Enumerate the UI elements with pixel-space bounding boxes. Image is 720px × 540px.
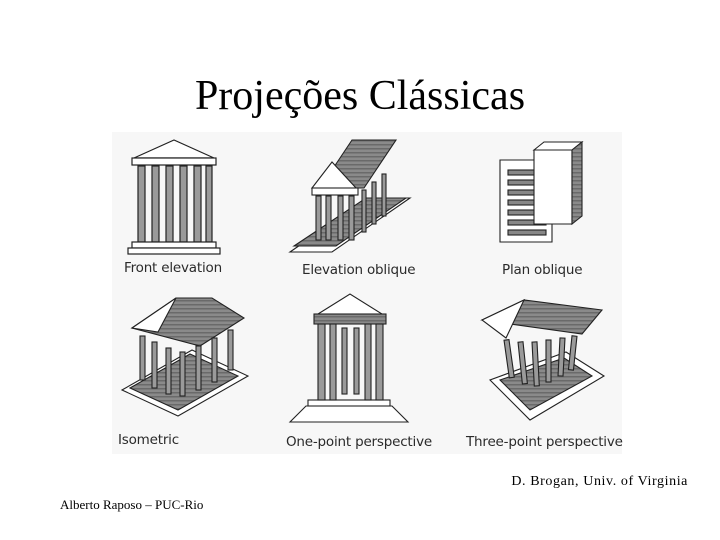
isometric-drawing xyxy=(120,297,250,417)
elevation-oblique-drawing xyxy=(288,139,412,253)
caption-three-point-perspective: Three-point perspective xyxy=(466,434,623,450)
slide-footer: Alberto Raposo – PUC-Rio xyxy=(60,497,204,512)
caption-elevation-oblique: Elevation oblique xyxy=(302,262,416,278)
image-credit: D. Brogan, Univ. of Virginia xyxy=(511,474,688,489)
caption-plan-oblique: Plan oblique xyxy=(502,262,583,278)
front-elevation-drawing xyxy=(127,139,221,255)
three-point-perspective-drawing xyxy=(480,298,606,421)
projection-figure: Front elevation Elevation oblique Plan o… xyxy=(112,132,623,454)
one-point-perspective-drawing xyxy=(288,293,410,423)
caption-one-point-perspective: One-point perspective xyxy=(286,434,432,450)
slide-title: Projeções Clássicas xyxy=(194,73,526,119)
caption-front-elevation: Front elevation xyxy=(124,260,222,276)
temple-drawings xyxy=(120,139,606,423)
plan-oblique-drawing xyxy=(499,140,584,243)
caption-isometric: Isometric xyxy=(118,432,179,448)
